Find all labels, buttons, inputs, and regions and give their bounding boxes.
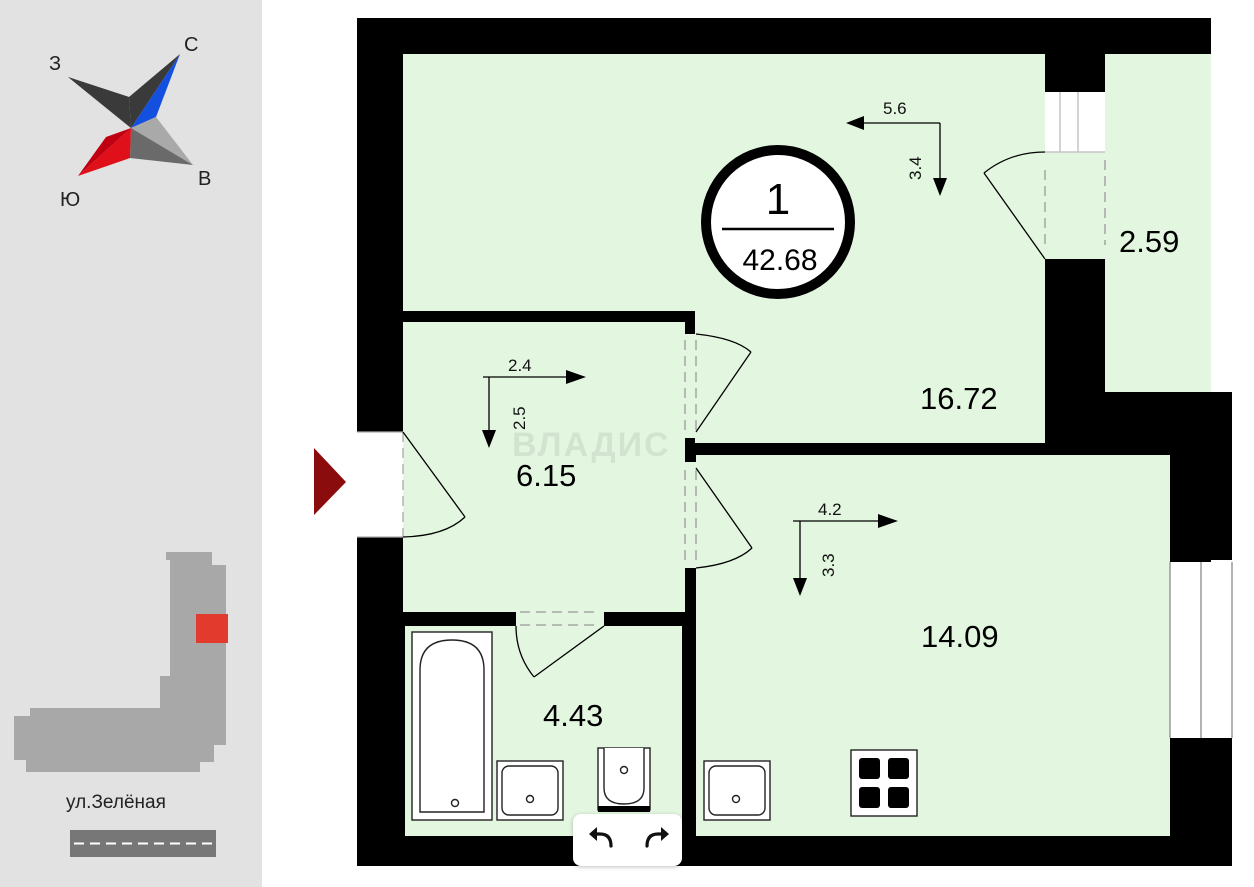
hallway [403,322,685,612]
bathroom-area: 4.43 [543,698,603,733]
watermark: ВЛАДИС [512,426,671,464]
site-apartment-highlight [196,614,228,643]
kitchen [696,455,1170,836]
bathroom-door-leaf [533,625,605,678]
compass-east-arm [131,117,193,165]
entrance-door-leaf [402,431,466,518]
apartment-badge: 1 42.68 [701,145,855,299]
kitchen-depth: 3.3 [819,553,838,577]
hallway-width: 2.4 [508,356,532,375]
kitchen-width: 4.2 [818,500,842,519]
street-name: ул.Зелёная [66,792,166,813]
living-room-depth: 3.4 [906,156,925,180]
living-room-width: 5.6 [883,99,907,118]
rotate-toolbar [573,814,682,866]
fixtures [411,631,918,821]
compass-south-label: Ю [60,189,80,211]
apartment-number: 1 [766,175,790,224]
compass-north-label: С [184,34,198,56]
hallway-depth: 2.5 [510,406,529,430]
storage-room [1105,54,1211,392]
apartment-total-area: 42.68 [742,244,817,277]
kitchen-area: 14.09 [921,619,999,654]
rotate-left-button[interactable] [585,822,621,858]
kitchen-door-leaf [695,467,753,549]
hallway-area: 6.15 [516,458,576,493]
compass-west-arm [68,77,131,128]
kitchen-window [1169,562,1233,738]
site-map [14,552,228,857]
dimension-arrows [482,116,947,596]
living-room-area: 16.72 [920,381,998,416]
redo-icon [645,827,669,848]
undo-icon [589,827,613,848]
compass-rose: С З В Ю [49,34,211,211]
compass-east-label: В [198,168,211,190]
storage-area: 2.59 [1119,224,1179,259]
living-door-leaf [695,351,752,433]
storage-door-leaf [983,172,1046,260]
site-building [14,552,226,772]
doors [357,92,1106,678]
rotate-right-button[interactable] [637,822,673,858]
entrance-arrow-icon [314,448,346,515]
compass-west-label: З [49,53,61,75]
